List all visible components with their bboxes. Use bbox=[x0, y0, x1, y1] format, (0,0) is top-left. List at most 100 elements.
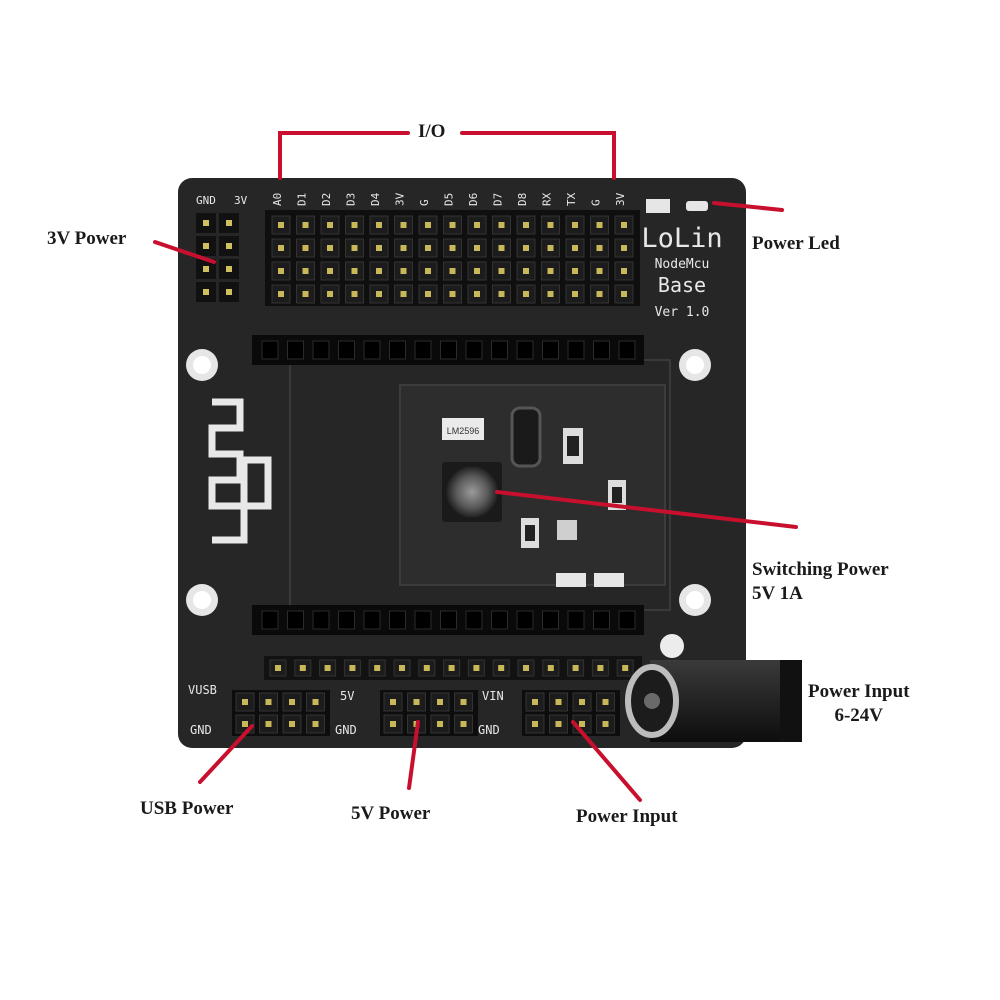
socket-hole bbox=[440, 340, 457, 360]
inductor bbox=[446, 466, 498, 518]
power-5v-arrow bbox=[407, 720, 420, 790]
socket-hole bbox=[593, 340, 610, 360]
pin-tip bbox=[265, 699, 272, 705]
socket-hole bbox=[414, 340, 432, 360]
pin-label: D5 bbox=[443, 193, 456, 206]
pin-tip bbox=[413, 699, 420, 705]
socket-hole bbox=[542, 340, 559, 360]
pin-label: 3V bbox=[614, 192, 627, 206]
pin-tip bbox=[523, 245, 529, 251]
power-led-arrow bbox=[712, 201, 784, 212]
smd-resistor bbox=[594, 573, 624, 587]
socket-hole bbox=[542, 610, 559, 630]
smd-component bbox=[567, 436, 579, 456]
pin-tip bbox=[400, 268, 407, 274]
pin-tip bbox=[302, 291, 309, 297]
power-input-jack-line1: Power Input bbox=[808, 681, 910, 702]
pin-tip bbox=[324, 665, 331, 671]
pin-tip bbox=[400, 222, 407, 228]
pin-tip bbox=[278, 268, 284, 274]
pin-tip bbox=[572, 291, 578, 297]
silkscreen-label: GND bbox=[190, 723, 212, 737]
pin-tip bbox=[203, 266, 209, 272]
mounting-hole bbox=[193, 356, 211, 374]
mounting-holes bbox=[186, 349, 711, 616]
smd-resistor bbox=[556, 573, 586, 587]
pin-label: D7 bbox=[492, 193, 505, 206]
socket-hole bbox=[593, 610, 610, 630]
silkscreen-label: GND bbox=[196, 194, 216, 207]
mounting-hole bbox=[686, 356, 704, 374]
pin-tip bbox=[621, 268, 627, 274]
socket-hole bbox=[312, 340, 330, 360]
callout-io: I/O bbox=[418, 121, 446, 142]
pin-tip bbox=[302, 222, 309, 228]
pin-label: TX bbox=[565, 192, 578, 206]
pin-tip bbox=[474, 291, 480, 297]
socket-hole bbox=[363, 610, 381, 630]
socket-hole bbox=[491, 340, 508, 360]
female-sockets bbox=[252, 335, 644, 635]
board-version: Ver 1.0 bbox=[655, 305, 710, 320]
pin-tip bbox=[351, 291, 358, 297]
led-marking bbox=[646, 199, 670, 213]
pin-tip bbox=[579, 721, 585, 727]
io-headers bbox=[265, 210, 640, 306]
callout-power-input: Power Input bbox=[576, 806, 678, 827]
power-led bbox=[646, 199, 708, 213]
ic-chip bbox=[442, 418, 484, 440]
socket-hole bbox=[261, 340, 279, 360]
pin-tip bbox=[203, 220, 209, 226]
pin-tip bbox=[621, 222, 627, 228]
pin-tip bbox=[351, 222, 358, 228]
pin-tip bbox=[547, 291, 554, 297]
pin-tip bbox=[423, 665, 430, 671]
socket-hole bbox=[516, 610, 534, 630]
switching-power-line1: Switching Power bbox=[752, 559, 889, 580]
switching-regulator: LM2596 bbox=[442, 406, 626, 587]
pin-tip bbox=[547, 665, 554, 671]
dc-power-jack bbox=[625, 634, 802, 742]
pin-tip bbox=[622, 665, 629, 671]
pin-tip bbox=[498, 291, 505, 297]
pin-tip bbox=[498, 268, 505, 274]
pin-tip bbox=[473, 665, 480, 671]
pin-tip bbox=[449, 291, 456, 297]
pin-tip bbox=[327, 291, 333, 297]
pin-tip bbox=[299, 665, 306, 671]
silkscreen-label: GND bbox=[478, 723, 500, 737]
pin-tip bbox=[265, 721, 272, 727]
pin-tip bbox=[390, 721, 396, 727]
socket-hole bbox=[338, 340, 355, 360]
pin-tip bbox=[351, 268, 358, 274]
pin-tip bbox=[596, 245, 603, 251]
pin-tip bbox=[474, 268, 480, 274]
pin-tip bbox=[376, 222, 382, 228]
socket-hole bbox=[567, 610, 585, 630]
pin-tip bbox=[376, 268, 382, 274]
pin-tip bbox=[437, 699, 443, 705]
pin-tip bbox=[596, 222, 603, 228]
socket-hole bbox=[618, 340, 636, 360]
switching-power-arrow bbox=[495, 490, 798, 529]
mounting-hole bbox=[686, 591, 704, 609]
pin-label: D2 bbox=[320, 193, 333, 206]
pin-tip bbox=[555, 721, 562, 727]
io-bracket bbox=[278, 131, 410, 180]
jack-top bbox=[660, 634, 684, 658]
pin-tip bbox=[498, 222, 505, 228]
pin-tip bbox=[278, 222, 284, 228]
socket-hole bbox=[389, 610, 406, 630]
pin-tip bbox=[621, 291, 627, 297]
silkscreen-label: VUSB bbox=[188, 683, 217, 697]
callout-power-input-jack: Power Input 6-24V bbox=[808, 680, 910, 728]
socket-hole bbox=[491, 610, 508, 630]
usb-power-arrow bbox=[198, 724, 254, 784]
chip-label: LM2596 bbox=[447, 426, 480, 436]
pin-tip bbox=[555, 699, 562, 705]
callout-switching-power: Switching Power 5V 1A bbox=[752, 558, 889, 606]
pin-tip bbox=[437, 721, 443, 727]
